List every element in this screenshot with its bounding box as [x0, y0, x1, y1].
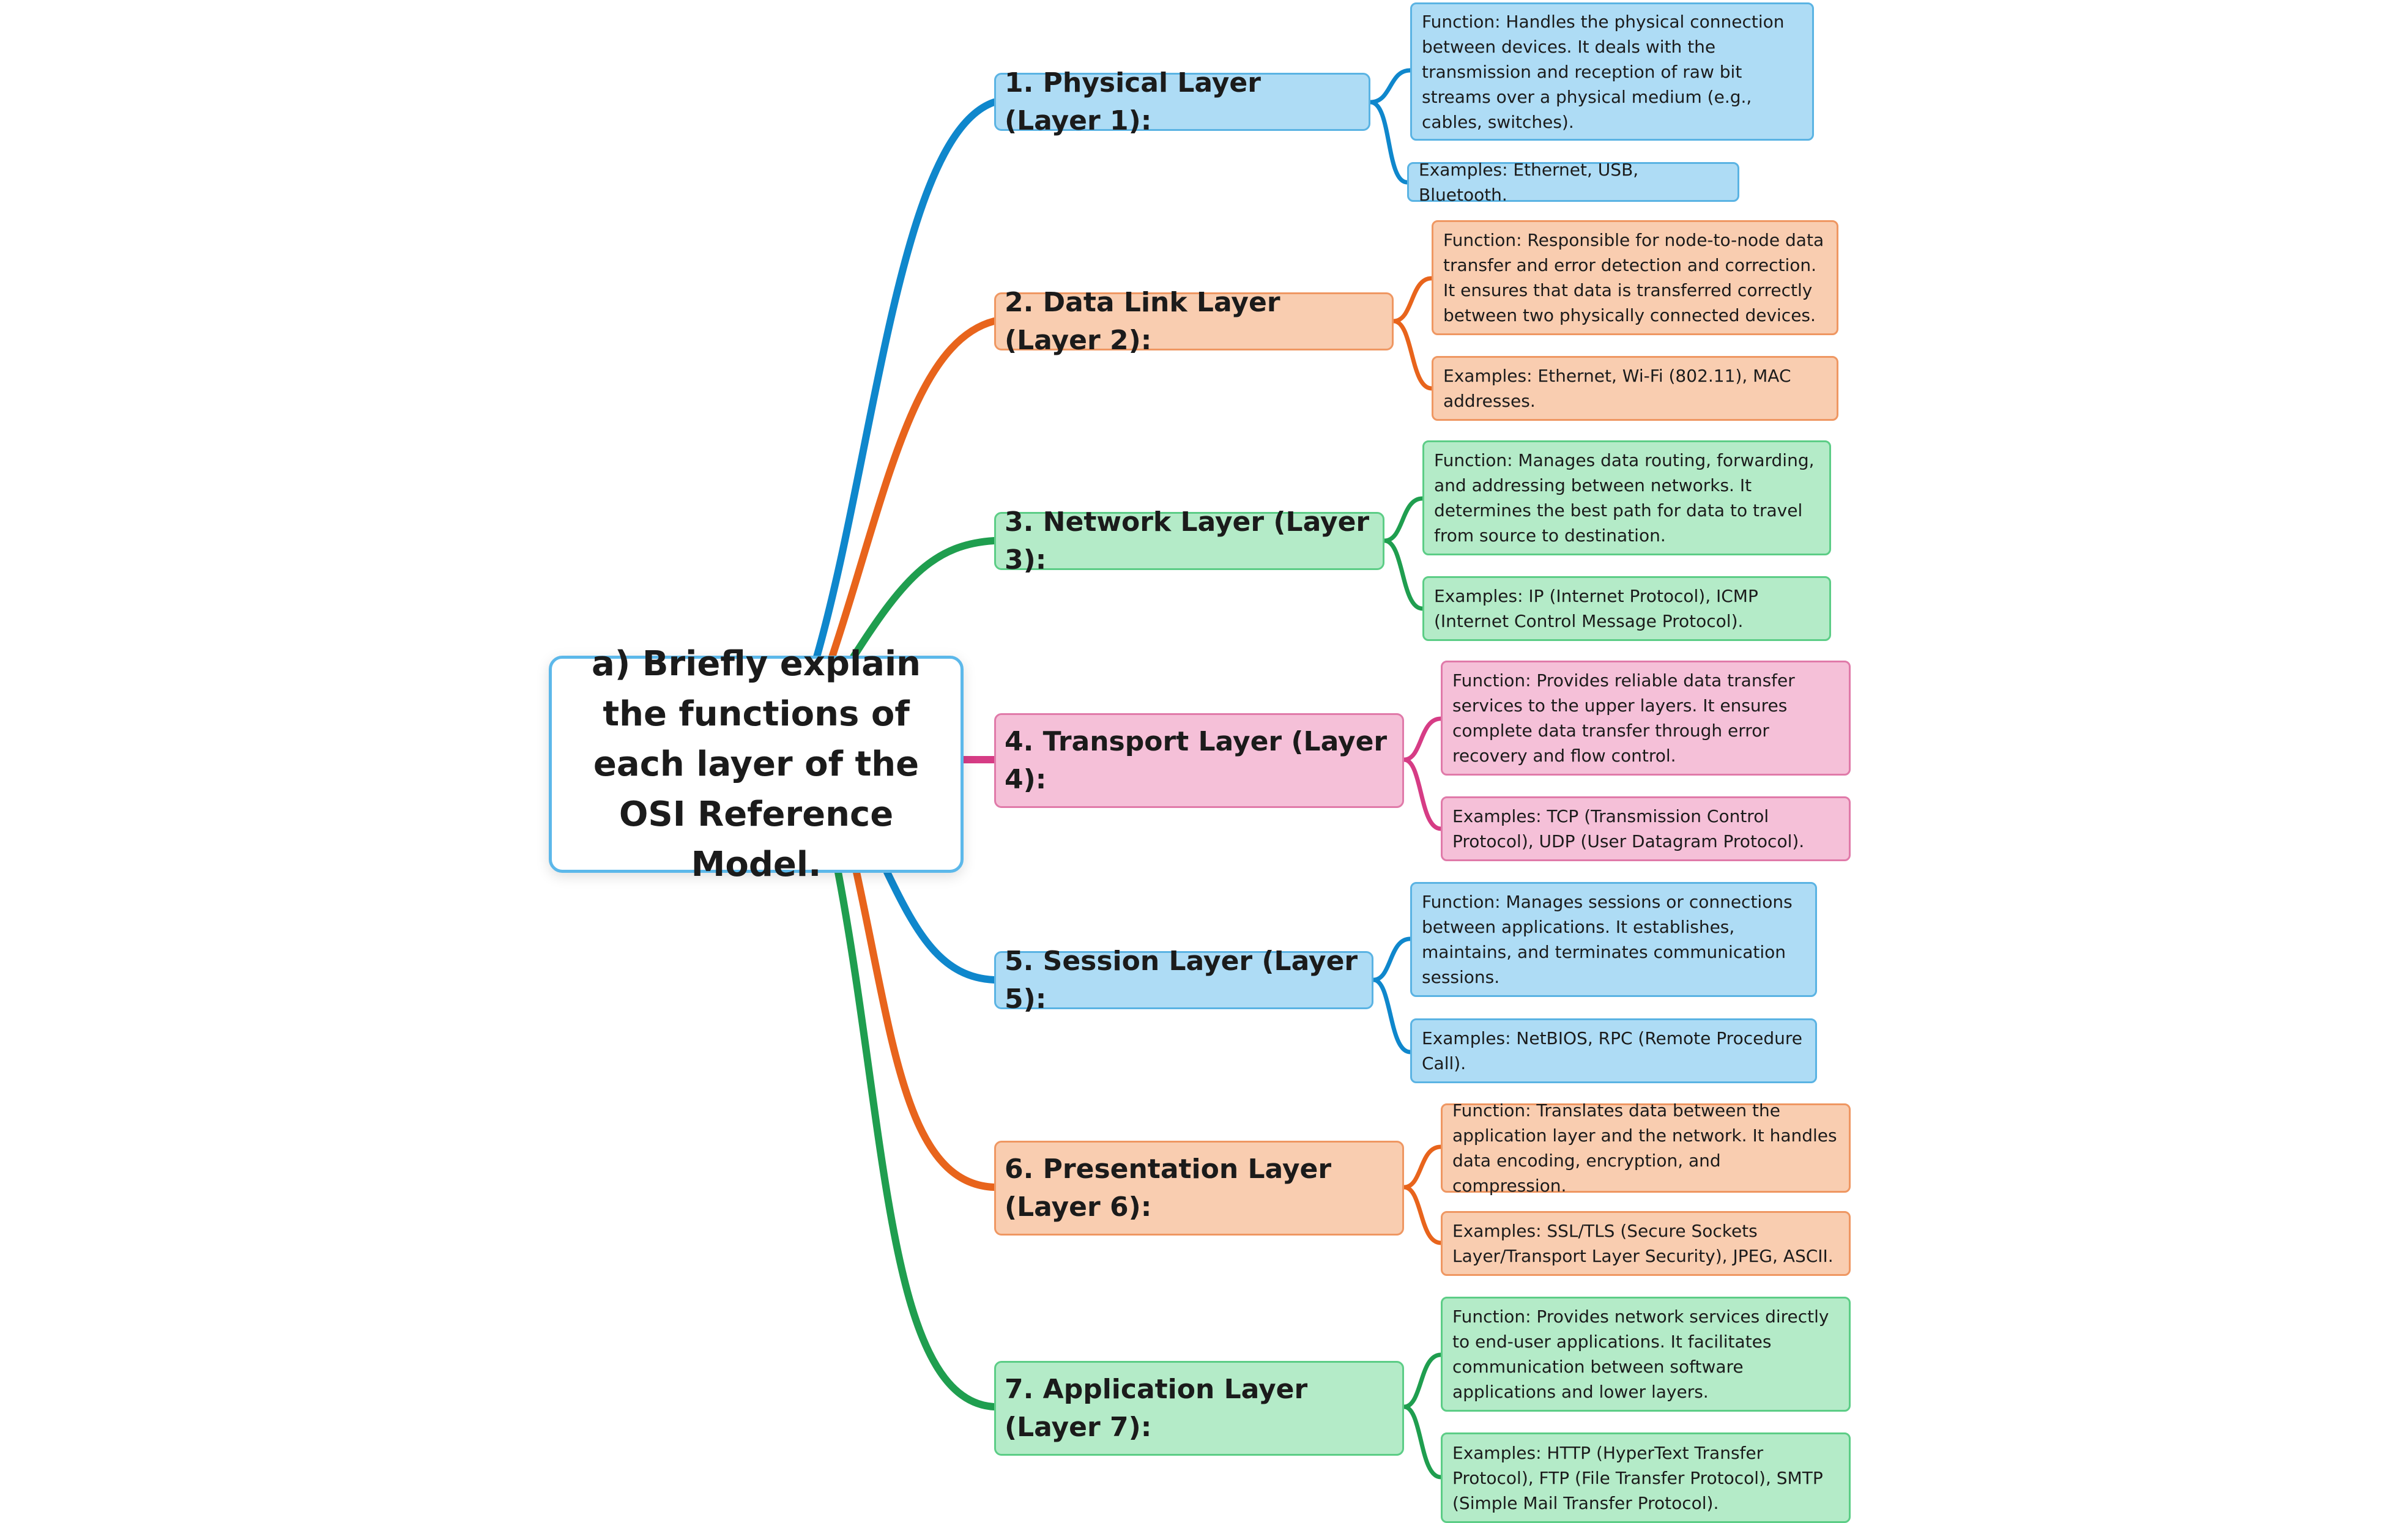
- layer-6-examples[interactable]: Examples: SSL/TLS (Secure Sockets Layer/…: [1441, 1211, 1851, 1276]
- branch-line-layer-7: [834, 869, 998, 1410]
- sub-line-layer-5: [1371, 936, 1413, 1054]
- root-branches: [813, 98, 998, 1410]
- layer-6-function[interactable]: Function: Translates data between the ap…: [1441, 1100, 1851, 1196]
- layer-4-topic[interactable]: 4. Transport Layer (Layer 4):: [994, 713, 1404, 808]
- layer-4-examples[interactable]: Examples: TCP (Transmission Control Prot…: [1441, 796, 1851, 861]
- sub-line-layer-3: [1382, 496, 1425, 611]
- sub-line-layer-4: [1402, 716, 1443, 831]
- layer-7-examples[interactable]: Examples: HTTP (HyperText Transfer Proto…: [1441, 1432, 1851, 1523]
- layer-1-function[interactable]: Function: Handles the physical connectio…: [1410, 2, 1814, 141]
- layer-2-examples[interactable]: Examples: Ethernet, Wi-Fi (802.11), MAC …: [1432, 356, 1838, 421]
- layer-6-topic[interactable]: 6. Presentation Layer (Layer 6):: [994, 1141, 1404, 1236]
- layer-7-function[interactable]: Function: Provides network services dire…: [1441, 1297, 1851, 1412]
- sub-line-layer-2: [1391, 276, 1434, 391]
- layer-1-examples[interactable]: Examples: Ethernet, USB, Bluetooth.: [1407, 160, 1739, 205]
- branch-line-layer-5: [883, 869, 998, 984]
- branch-line-layer-1: [813, 98, 998, 661]
- layer-5-examples[interactable]: Examples: NetBIOS, RPC (Remote Procedure…: [1410, 1018, 1817, 1083]
- branch-line-layer-3: [850, 537, 998, 661]
- layer-3-examples[interactable]: Examples: IP (Internet Protocol), ICMP (…: [1422, 576, 1831, 641]
- branch-line-layer-2: [828, 317, 998, 661]
- layer-5-function[interactable]: Function: Manages sessions or connection…: [1410, 882, 1817, 997]
- layer-7-topic[interactable]: 7. Application Layer (Layer 7):: [994, 1361, 1404, 1456]
- layer-1-topic[interactable]: 1. Physical Layer (Layer 1):: [994, 67, 1370, 136]
- detail-branches: [1368, 68, 1443, 1480]
- sub-line-layer-1: [1368, 68, 1413, 185]
- sub-line-layer-7: [1402, 1352, 1443, 1480]
- root-topic[interactable]: a) Briefly explain the functions of each…: [549, 644, 964, 884]
- layer-4-function[interactable]: Function: Provides reliable data transfe…: [1441, 661, 1851, 776]
- branch-line-layer-6: [853, 869, 998, 1191]
- layer-2-function[interactable]: Function: Responsible for node-to-node d…: [1432, 220, 1838, 335]
- sub-line-layer-6: [1402, 1144, 1443, 1245]
- layer-3-function[interactable]: Function: Manages data routing, forwardi…: [1422, 440, 1831, 555]
- layer-3-topic[interactable]: 3. Network Layer (Layer 3):: [994, 506, 1384, 576]
- layer-2-topic[interactable]: 2. Data Link Layer (Layer 2):: [994, 287, 1394, 356]
- layer-5-topic[interactable]: 5. Session Layer (Layer 5):: [994, 946, 1373, 1015]
